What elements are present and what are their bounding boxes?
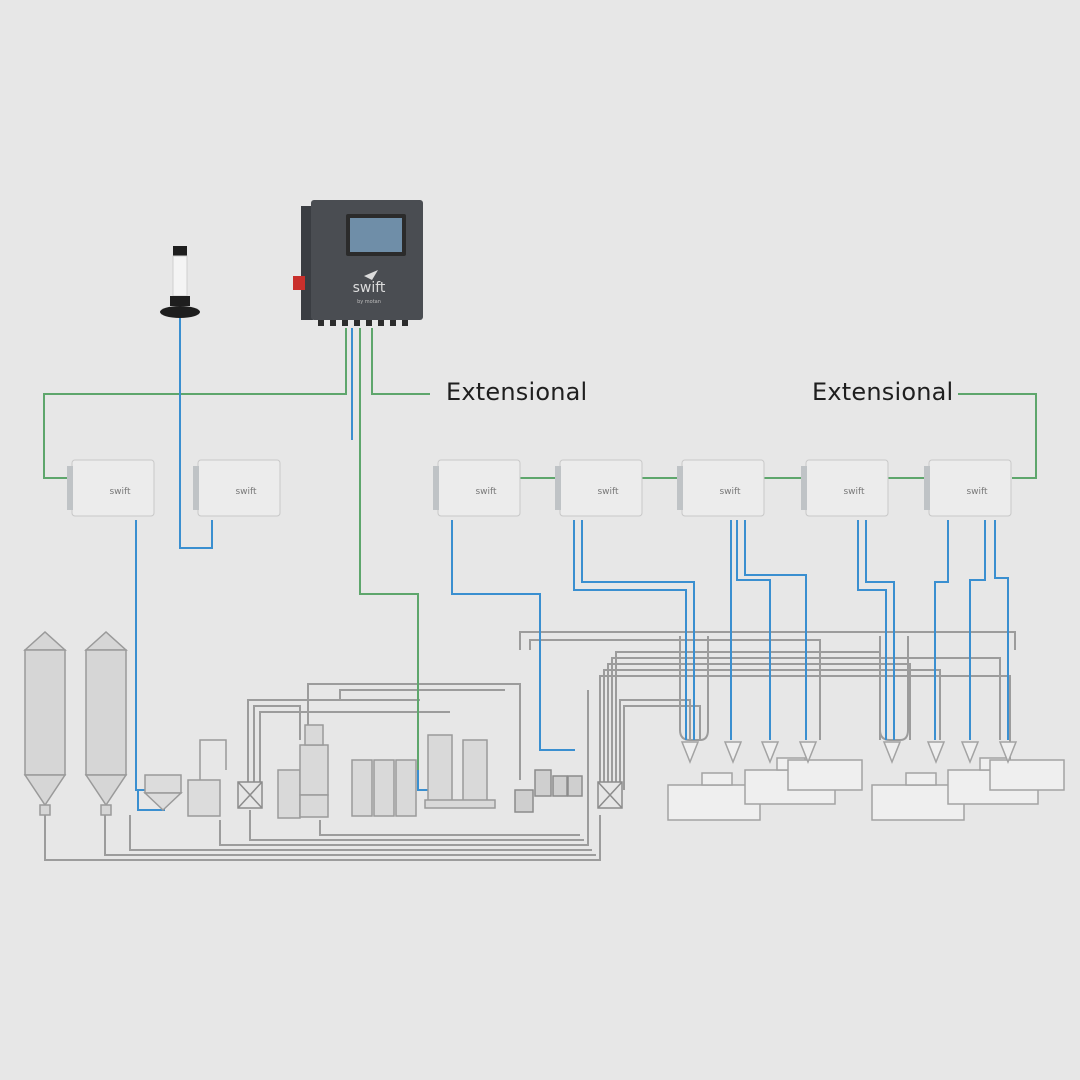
machine-group-2: [871, 741, 1065, 821]
bus-lines: [43, 328, 1037, 770]
hopper-icon[interactable]: [143, 774, 183, 812]
io-module-brand: swift: [109, 487, 131, 497]
io-module-7[interactable]: swift: [924, 459, 1012, 517]
io-module-4[interactable]: swift: [555, 459, 643, 517]
io-module-5[interactable]: swift: [677, 459, 765, 517]
io-module-brand: swift: [719, 487, 741, 497]
cabinet-glands: [318, 320, 408, 326]
io-module-3[interactable]: swift: [433, 459, 521, 517]
main-switch-icon[interactable]: [293, 276, 305, 290]
signal-tower-icon[interactable]: [160, 246, 200, 318]
cabinet-brand: swift: [353, 280, 386, 296]
cabinet-side: [301, 206, 313, 320]
extension-label-left: Extensional: [446, 378, 588, 406]
machine-group-1: [667, 741, 863, 821]
io-module-brand: swift: [235, 487, 257, 497]
cabinet-brand-sub: by motan: [357, 299, 381, 305]
injection-molding-machine-icon[interactable]: [760, 741, 863, 791]
io-module-brand: swift: [966, 487, 988, 497]
swift-bird-icon: [364, 270, 378, 280]
controller-cabinet[interactable]: swift by motan: [293, 200, 423, 326]
manifold-icon[interactable]: [597, 781, 623, 809]
io-module-2[interactable]: swift: [193, 459, 281, 517]
signal-lines: [135, 318, 1009, 811]
silo-icon[interactable]: [23, 630, 67, 816]
io-module-6[interactable]: swift: [801, 459, 889, 517]
vacuum-pump-icon[interactable]: [514, 769, 583, 813]
silo-icon[interactable]: [84, 630, 128, 816]
io-modules: swift swift swift swift swift swift: [67, 459, 1012, 517]
io-module-brand: swift: [843, 487, 865, 497]
injection-molding-machine-icon[interactable]: [960, 741, 1065, 791]
octabin-icon[interactable]: [187, 739, 227, 817]
dryer-icon[interactable]: [277, 724, 329, 819]
io-module-1[interactable]: swift: [67, 459, 155, 517]
manifold-icon[interactable]: [237, 781, 263, 809]
io-module-brand: swift: [475, 487, 497, 497]
material-pipes: [44, 631, 1016, 861]
extension-label-right: Extensional: [812, 378, 954, 406]
cabinet-screen[interactable]: [350, 218, 402, 252]
io-module-brand: swift: [597, 487, 619, 497]
dryer-bank-icon[interactable]: [351, 734, 496, 817]
